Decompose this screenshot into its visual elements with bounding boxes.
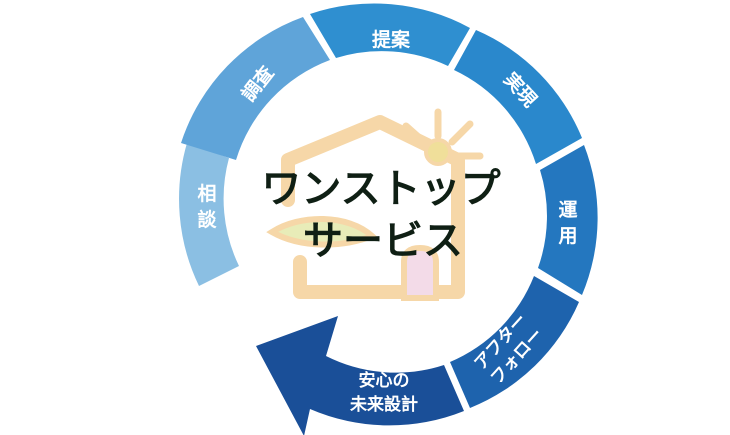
segment-mirai-arrow <box>256 316 464 435</box>
segment-soudan <box>179 143 239 286</box>
leaf-shape <box>266 215 378 248</box>
house-outline <box>281 115 465 299</box>
segment-after-follow <box>450 276 579 408</box>
center-title-line2: サービス <box>303 218 463 264</box>
sun-icon <box>424 138 452 166</box>
segment-chousa <box>181 17 330 160</box>
segment-teian <box>310 3 470 66</box>
center-title-line1: ワンストップ <box>261 166 500 212</box>
segment-unyou <box>538 145 598 295</box>
segment-jitsugen <box>454 30 582 164</box>
label-teian: 提案 <box>372 28 411 51</box>
label-unyou-1: 運 <box>558 199 577 221</box>
cycle-segments <box>179 3 598 435</box>
sun-rays <box>402 108 484 160</box>
label-unyou-2: 用 <box>558 225 577 247</box>
door-shape <box>401 244 439 301</box>
label-mirai-1: 安心の <box>359 370 410 391</box>
house-illustration <box>266 108 484 301</box>
label-soudan-1: 相 <box>197 183 216 205</box>
label-soudan-2: 談 <box>197 208 217 231</box>
label-mirai-2: 未来設計 <box>349 394 418 415</box>
center-title: ワンストップ サービス <box>261 166 500 264</box>
